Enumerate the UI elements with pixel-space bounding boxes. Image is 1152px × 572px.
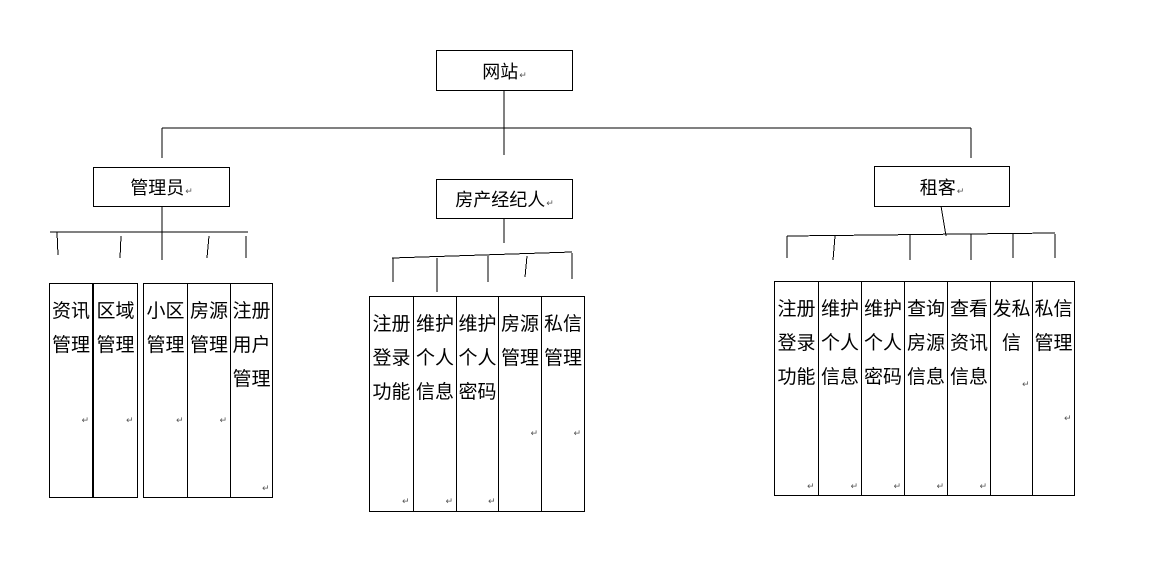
branch-node-admin: 管理员↵ [93, 167, 230, 207]
leaf-node: 注册登录功能 ↵ [369, 296, 414, 512]
return-mark: ↵ [81, 416, 90, 426]
connector-line [119, 235, 122, 259]
return-mark: ↵ [176, 416, 184, 426]
return-mark: ↵ [807, 482, 815, 492]
leaf-label: 小区管理 [146, 300, 185, 356]
leaf-node: 区域管理 ↵ [93, 283, 138, 498]
leaf-label: 查询房源信息 [906, 298, 945, 388]
leaf-label: 注册登录功能 [777, 298, 816, 388]
return-mark: ↵ [126, 416, 134, 426]
leaf-label: 维护个人信息 [820, 298, 859, 388]
leaf-node: 房源管理 ↵ [498, 296, 542, 512]
leaf-label: 维护个人密码 [458, 313, 497, 403]
branch-node-agent: 房产经纪人↵ [436, 179, 573, 219]
leaf-label: 资讯管理 [51, 300, 90, 356]
branch-label: 租客 [919, 177, 956, 199]
leaf-node: 查询房源信息 ↵ [904, 281, 948, 496]
return-mark: ↵ [893, 482, 902, 492]
return-mark: ↵ [936, 482, 945, 492]
leaf-label: 查看资讯信息 [949, 298, 988, 388]
leaf-label: 区域管理 [96, 300, 135, 356]
leaf-node: 小区管理 ↵ [143, 283, 188, 498]
return-mark: ↵ [185, 187, 193, 197]
leaf-label: 注册用户管理 [232, 300, 271, 390]
return-mark: ↵ [262, 484, 270, 494]
return-mark: ↵ [850, 482, 859, 492]
root-node: 网站↵ [436, 50, 573, 91]
leaf-node: 维护个人密码 ↵ [456, 296, 499, 512]
connector-line [56, 231, 59, 256]
leaf-label: 注册登录功能 [372, 313, 411, 403]
return-mark: ↵ [573, 429, 582, 439]
leaf-label: 发私信 [992, 298, 1031, 354]
connector-line [940, 205, 947, 237]
return-mark: ↵ [519, 71, 527, 81]
return-mark: ↵ [1064, 414, 1072, 424]
connector-line [832, 235, 836, 261]
leaf-node: 维护个人信息 ↵ [413, 296, 457, 512]
leaf-node: 私信管理 ↵ [1032, 281, 1075, 496]
leaf-label: 房源管理 [189, 300, 228, 356]
connector-line [786, 232, 1056, 237]
return-mark: ↵ [1022, 380, 1030, 390]
leaf-label: 维护个人密码 [863, 298, 902, 388]
connector-line [206, 235, 210, 259]
leaf-label: 房源管理 [500, 313, 539, 369]
connector-line [524, 255, 528, 278]
branch-node-tenant: 租客↵ [874, 166, 1010, 207]
return-mark: ↵ [530, 429, 539, 439]
leaf-node: 注册登录功能 ↵ [774, 281, 819, 496]
leaf-label: 维护个人信息 [415, 313, 454, 403]
leaf-node: 房源管理 ↵ [187, 283, 231, 498]
leaf-node: 发私信 ↵ [990, 281, 1033, 496]
leaf-label: 私信管理 [1034, 298, 1073, 354]
branch-label: 房产经纪人 [455, 190, 546, 211]
leaf-node: 注册用户管理 ↵ [230, 283, 273, 498]
leaf-node: 维护个人信息 ↵ [818, 281, 862, 496]
return-mark: ↵ [219, 416, 228, 426]
root-label: 网站 [482, 61, 519, 83]
leaf-node: 维护个人密码 ↵ [861, 281, 905, 496]
connector-line [391, 251, 573, 259]
return-mark: ↵ [402, 497, 410, 507]
leaf-node: 私信管理 ↵ [541, 296, 585, 512]
return-mark: ↵ [979, 482, 988, 492]
return-mark: ↵ [956, 187, 965, 197]
leaf-node: 资讯管理 ↵ [49, 283, 93, 498]
leaf-node: 查看资讯信息 ↵ [947, 281, 991, 496]
return-mark: ↵ [445, 497, 454, 507]
branch-label: 管理员 [130, 178, 185, 199]
leaf-label: 私信管理 [543, 313, 582, 369]
return-mark: ↵ [546, 199, 554, 209]
return-mark: ↵ [488, 497, 496, 507]
